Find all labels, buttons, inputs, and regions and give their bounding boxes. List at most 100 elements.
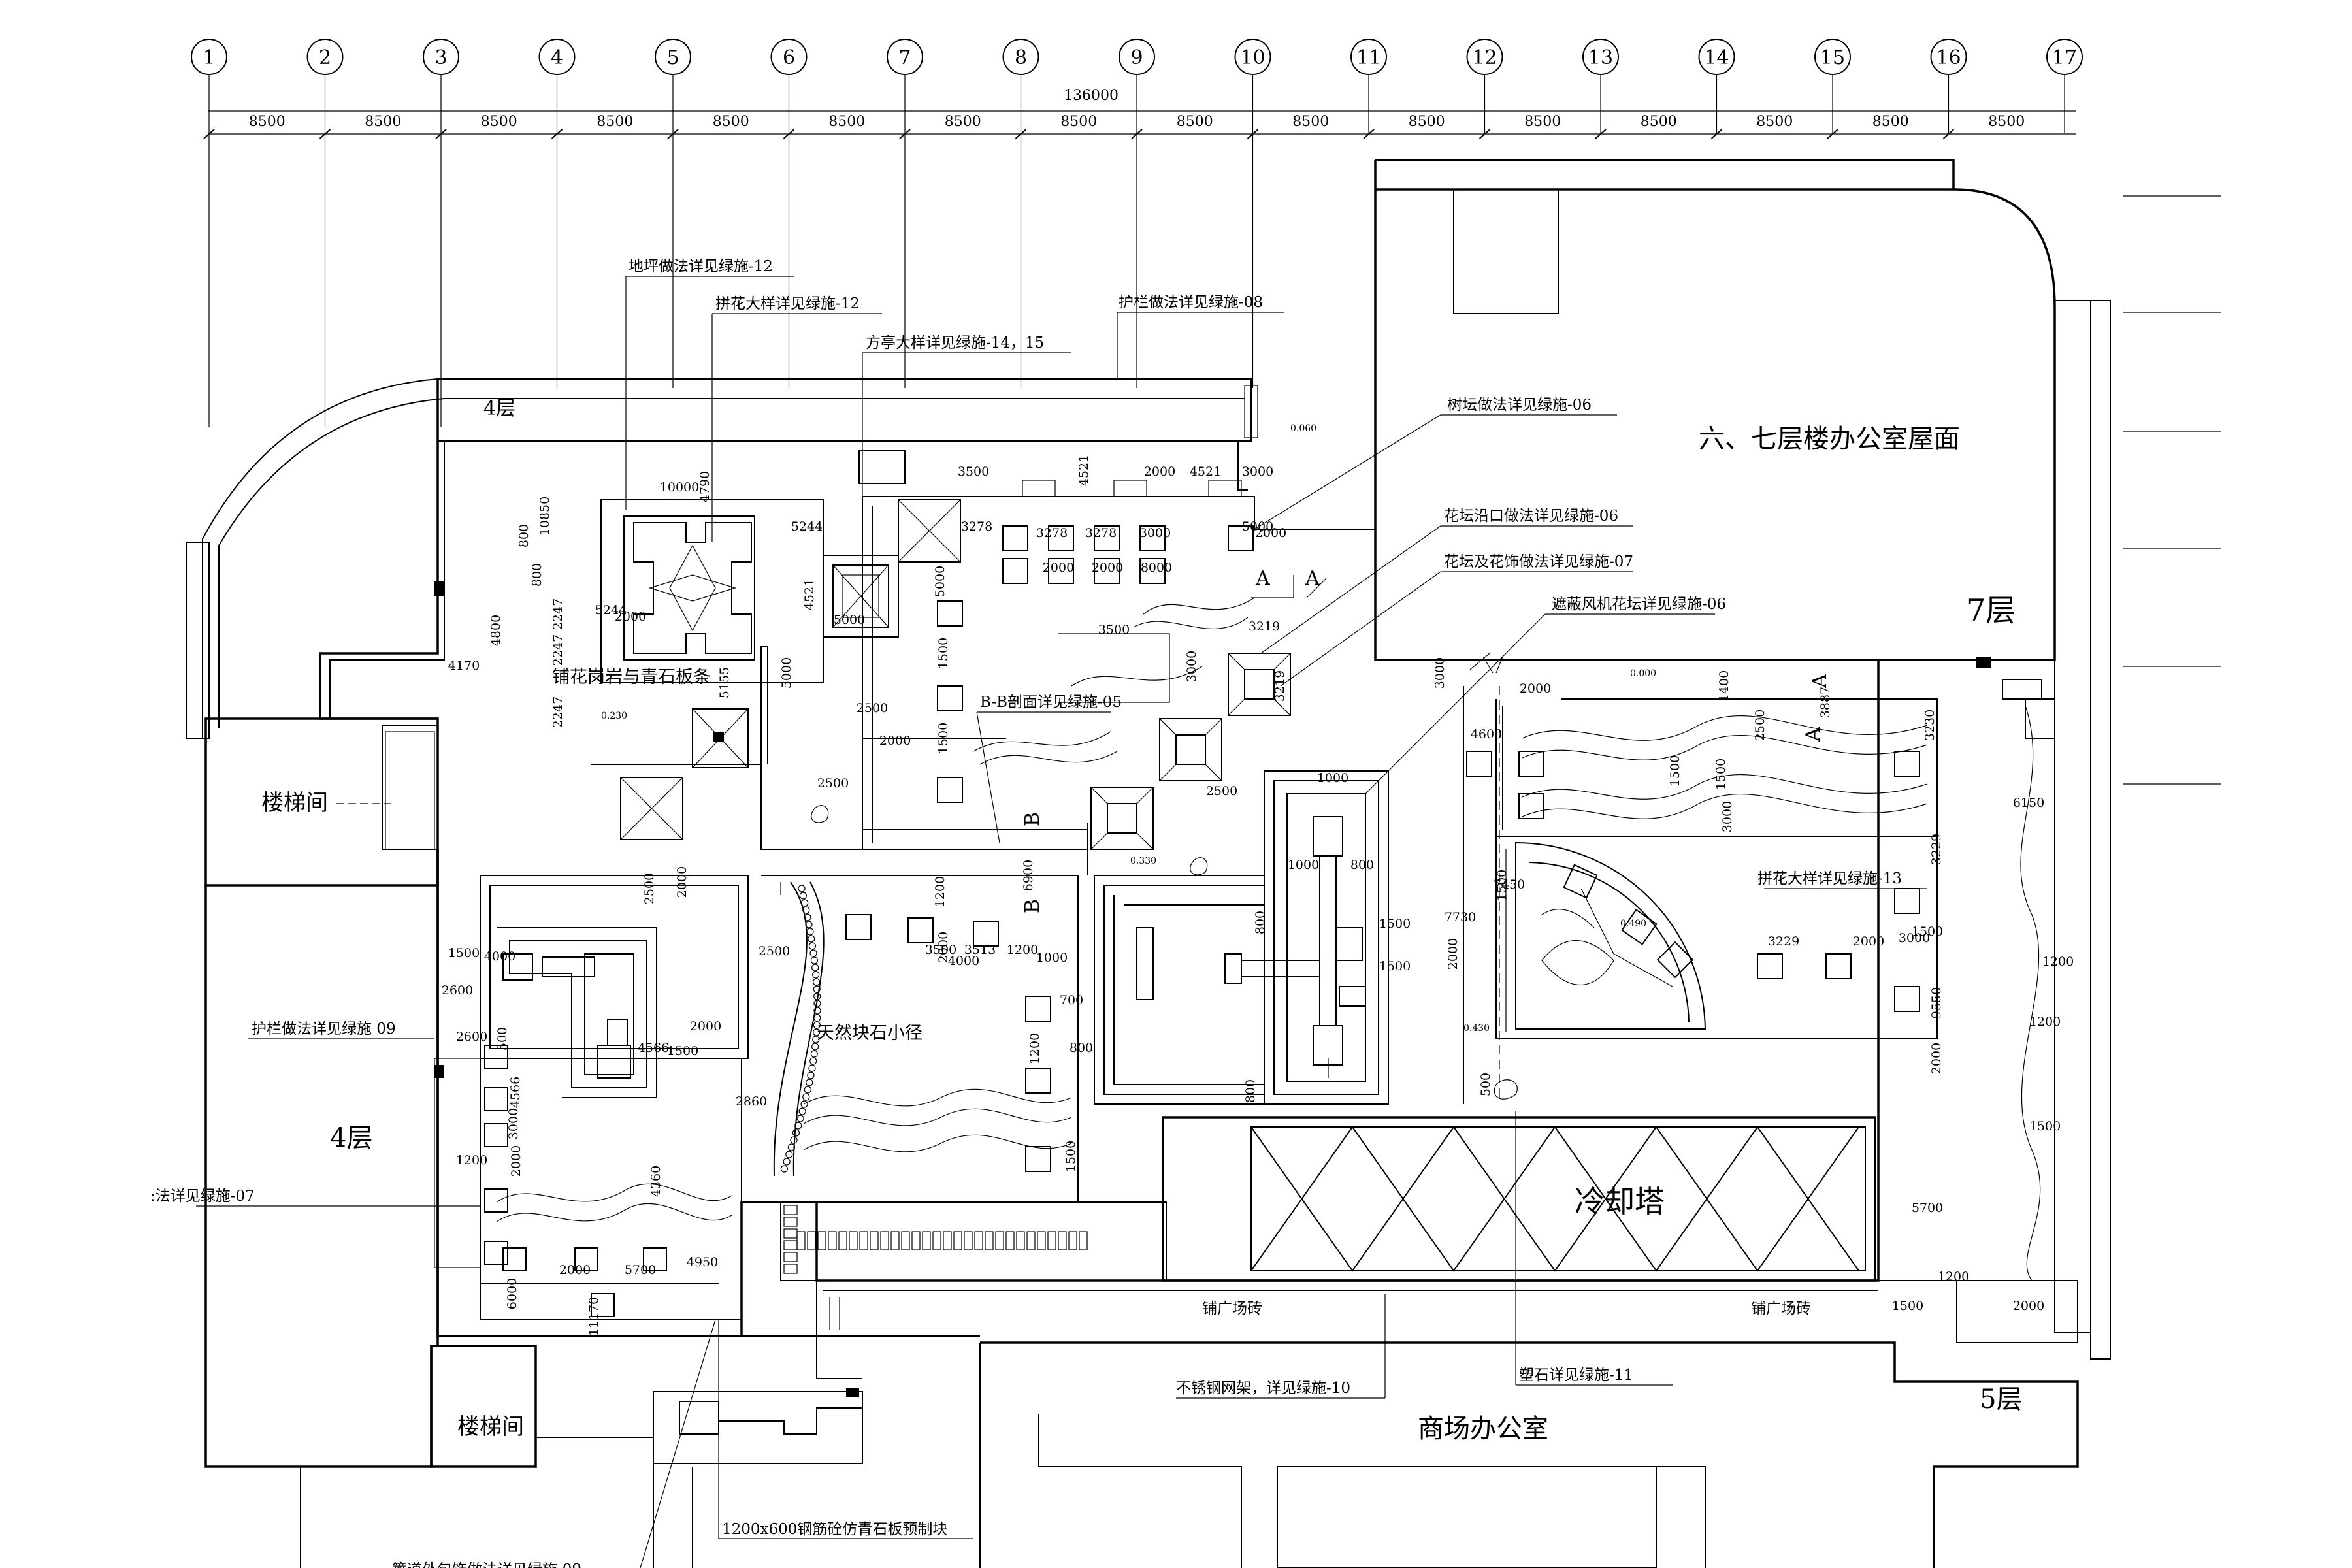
dimension-label: 3219	[1273, 670, 1287, 702]
dimension-label: 2600	[442, 983, 473, 998]
dimension-label: 2247	[551, 696, 565, 728]
bay-dimension-label: 8500	[1409, 114, 1445, 130]
bay-dimension-label: 8500	[945, 114, 981, 130]
axis-label: 9	[1130, 46, 1143, 69]
axis-bubble: 3	[423, 39, 459, 427]
section-a-mark: A	[1808, 674, 1831, 689]
dimension-label: 500	[495, 1027, 510, 1051]
axis-label: 8	[1015, 46, 1027, 69]
dimension-label: 1200	[933, 876, 947, 907]
dimension-label: 1500	[2029, 1119, 2061, 1134]
rail-detail-08-note: 护栏做法详见绿施-08	[1119, 294, 1263, 311]
dimension-label: 10850	[538, 497, 552, 536]
zone-labels: 六、七层楼办公室屋面 7层 4层 4层 5层 楼梯间 楼梯间 冷却塔 商场办公室…	[261, 397, 2022, 1444]
dimension-label: 3513	[964, 943, 996, 957]
dimension-label: 1400	[1717, 670, 1731, 702]
dimension-label: 2000	[690, 1019, 721, 1034]
dimension-label: 2000	[559, 1263, 591, 1277]
axis-bubble: 17	[2046, 39, 2083, 133]
section-b-mark: B	[1021, 812, 1044, 826]
level-mark: 0.000	[1630, 668, 1656, 679]
dimension-label: 500	[1478, 1073, 1493, 1096]
dimension-label: 7730	[1445, 910, 1476, 924]
floor-4-top-label: 4层	[483, 397, 515, 420]
axis-label: 7	[898, 46, 911, 69]
cooling-tower-label: 冷却塔	[1575, 1184, 1665, 1219]
dimension-label: 1500	[1379, 959, 1411, 973]
axis-label: 15	[1820, 46, 1845, 69]
plaza-brick-label-2: 铺广场砖	[1751, 1300, 1811, 1317]
axis-label: 12	[1472, 46, 1497, 69]
dimension-label: 4600	[1471, 727, 1502, 742]
dimension-label: 5700	[1912, 1201, 1943, 1215]
bay-dimension-label: 8500	[1060, 114, 1097, 130]
dimension-label: 3229	[1929, 834, 1944, 865]
precast-slab-note: 1200x600钢筋砼仿青石板预制块	[722, 1521, 947, 1538]
axis-label: 16	[1936, 46, 1961, 69]
dimension-label: 3278	[1036, 526, 1068, 540]
dimension-label: 2000	[1092, 561, 1123, 575]
section-bb-note: B-B剖面详见绿施-05	[980, 694, 1122, 711]
stair-lower-label: 楼梯间	[457, 1414, 524, 1440]
dimension-label: 10000	[660, 480, 699, 495]
floor-7-label: 7层	[1967, 593, 2016, 628]
dimension-label: 1500	[1379, 917, 1411, 931]
dimension-label: 5000	[933, 566, 947, 597]
dimension-label: 1500	[1668, 755, 1682, 787]
dimension-label: 2000	[879, 734, 911, 748]
dimension-label: 5244	[595, 603, 627, 617]
dimension-label: 2000	[615, 610, 646, 624]
dimension-label: 3887	[1818, 687, 1833, 718]
office-roof-label: 六、七层楼办公室屋面	[1699, 424, 1960, 454]
dimension-label: 1200	[2029, 1015, 2061, 1029]
floor-5-label: 5层	[1980, 1384, 2022, 1414]
bay-dimension-label: 8500	[1756, 114, 1793, 130]
section-b-mark: B	[1021, 899, 1044, 913]
dimension-label: 1500	[1064, 1141, 1078, 1172]
dimension-label: 2000	[509, 1145, 523, 1177]
axis-bubble: 4	[538, 39, 576, 388]
dimension-label: 6000	[505, 1278, 519, 1309]
dimension-label: 5000	[779, 657, 794, 689]
dimension-label: 2500	[759, 944, 790, 958]
bottom-cut-note: 篱道外包饰做法详见绿施-09	[392, 1561, 581, 1568]
dimension-label: 1500	[936, 638, 951, 669]
axis-label: 10	[1240, 46, 1265, 69]
bed-edge-detail-note: 花坛沿口做法详见绿施-06	[1444, 508, 1618, 525]
dimension-label: 1500	[1892, 1299, 1923, 1313]
dimension-label: 2000	[2013, 1299, 2044, 1313]
dimension-label: 1200	[1938, 1269, 1969, 1284]
dimension-label: 5000	[1242, 519, 1273, 534]
stone-path-label: 天然块石小径	[817, 1023, 923, 1043]
dimension-label: 2600	[456, 1030, 487, 1044]
section-a-mark: A	[1255, 567, 1270, 590]
dimension-label: 2000	[1520, 681, 1551, 696]
floor-detail-note: 地坪做法详见绿施-12	[629, 258, 773, 275]
dimension-label: 1200	[1007, 943, 1038, 957]
dimension-label: 2500	[857, 701, 888, 715]
bay-dimension-label: 8500	[1292, 114, 1329, 130]
dimension-label: 3278	[961, 519, 992, 534]
dimension-label: 4521	[1077, 455, 1091, 486]
axis-bubble: 16	[1930, 39, 1967, 133]
rail-detail-09-note: 护栏做法详见绿施 09	[252, 1021, 396, 1037]
dimension-label: 2000	[675, 866, 689, 898]
dimension-label: 3219	[1249, 619, 1280, 634]
dimension-label: 11170	[587, 1297, 601, 1336]
tree-bed-detail-note: 树坛做法详见绿施-06	[1447, 397, 1592, 414]
dimension-label: 1200	[1028, 1033, 1042, 1064]
dimension-label: 3000	[1184, 651, 1199, 682]
axis-bubble: 1	[191, 39, 227, 427]
dimension-label: 2500	[1206, 784, 1237, 798]
dimension-label: 3230	[1923, 710, 1937, 741]
axis-bubble: 10	[1234, 39, 1271, 388]
dimension-label: 2000	[1853, 934, 1884, 949]
dimension-label: 8000	[1141, 561, 1172, 575]
axis-bubble: 12	[1466, 39, 1503, 133]
level-marks: 0.060 0.230 0.330 0.000 0.490 0.430	[601, 423, 1656, 1034]
dimension-label: 1500	[936, 723, 951, 754]
bay-dimension-label: 8500	[1872, 114, 1909, 130]
bay-dimension-label: 8500	[596, 114, 633, 130]
dimension-label: 2500	[817, 776, 849, 791]
